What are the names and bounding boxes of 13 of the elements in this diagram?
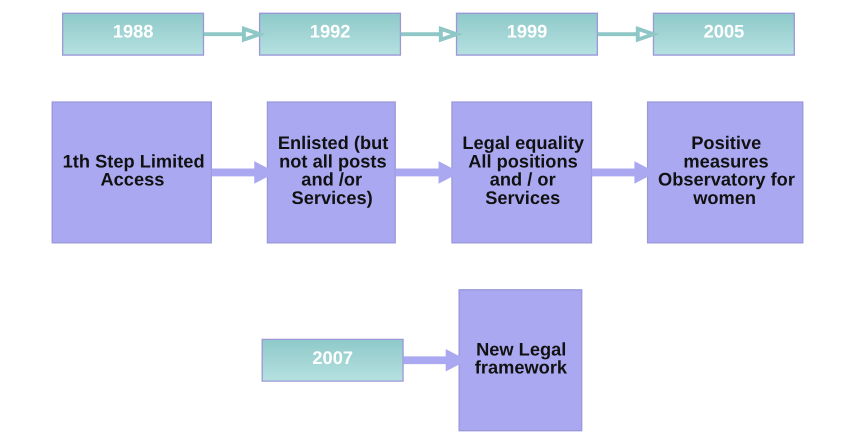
arrow: [597, 26, 659, 42]
node-box: New Legal framework: [458, 289, 582, 432]
node-box: 2007: [261, 338, 404, 382]
node-box: 2005: [652, 12, 794, 56]
node-box: 1999: [455, 12, 598, 56]
node-box: 1th Step Limited Access: [51, 101, 212, 244]
node-box: 1992: [258, 12, 401, 56]
node-box: Positive measures Observatory for women: [646, 101, 803, 244]
node-box: 1988: [62, 12, 204, 56]
node-box: Enlisted (but not all posts and /or Services): [266, 101, 396, 244]
node-box: Legal equality All positions and / or Services: [450, 101, 592, 244]
arrow: [400, 26, 462, 42]
arrow: [203, 26, 265, 42]
